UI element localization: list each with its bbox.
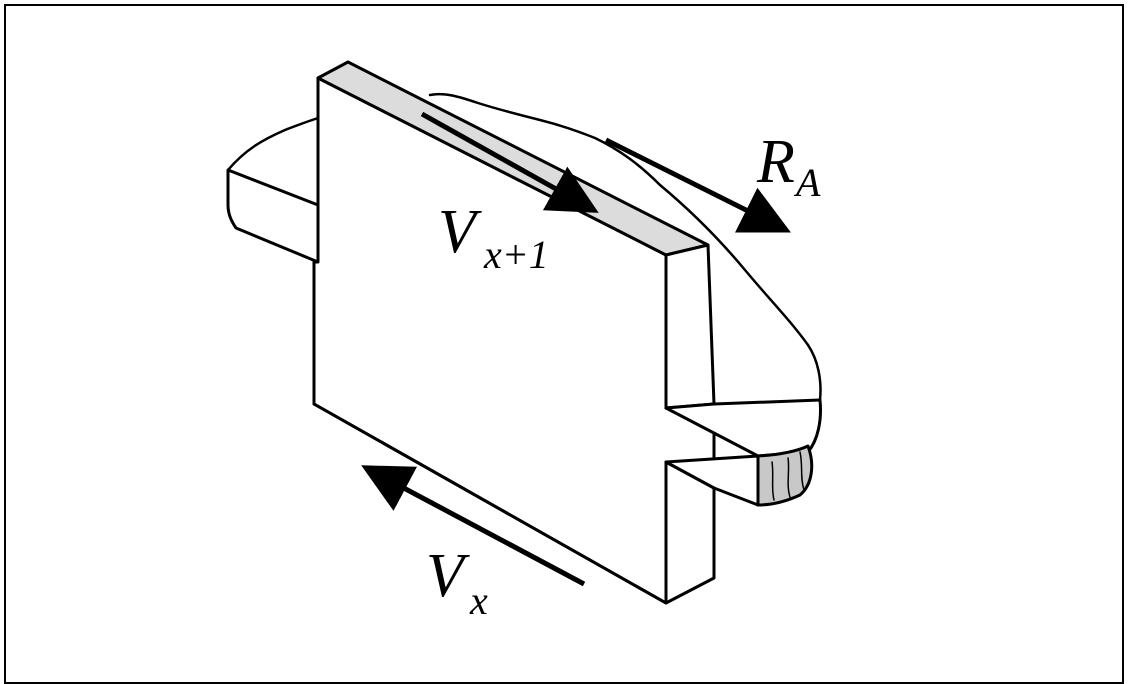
- block-side-face: [664, 243, 716, 410]
- top-shear-label: V: [438, 198, 482, 266]
- resultant-label: R: [756, 128, 795, 196]
- bottom-shear-arrow: [361, 465, 586, 587]
- bottom-shear-subscript: x: [469, 578, 488, 623]
- flange-right-lower: [664, 454, 760, 507]
- top-shear-subscript: x+1: [483, 232, 549, 277]
- resultant-arrow: [604, 137, 791, 233]
- cut-hatch: [771, 451, 805, 501]
- bottom-shear-label: V: [426, 542, 470, 610]
- flange-left-stub: [226, 168, 320, 264]
- cut-face: [756, 444, 814, 507]
- top-shear-arrow: [420, 111, 599, 213]
- resultant-subscript: A: [793, 160, 821, 205]
- block-bottom-edge: [312, 402, 716, 605]
